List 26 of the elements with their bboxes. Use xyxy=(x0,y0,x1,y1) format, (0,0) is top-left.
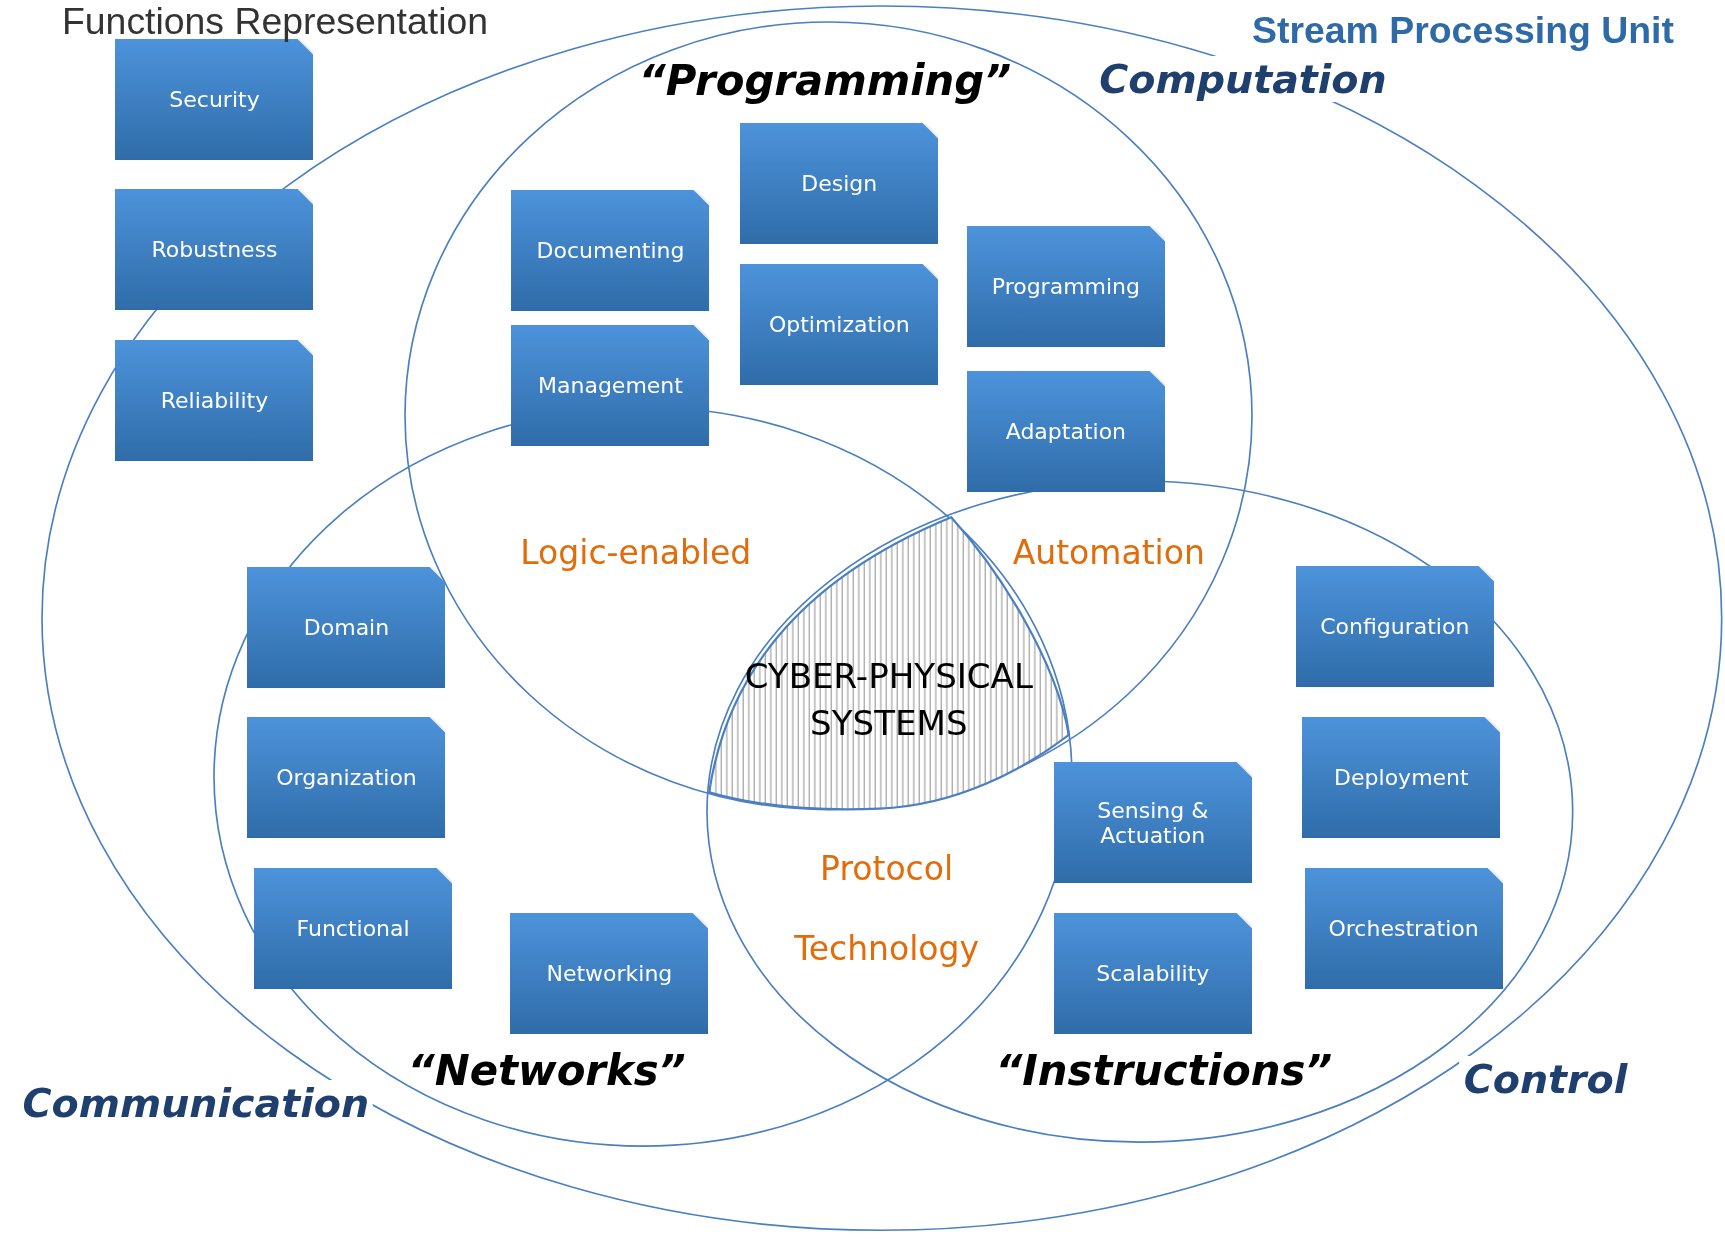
circle-title: “Networks” xyxy=(407,1045,686,1095)
tag-box: Scalability xyxy=(1053,913,1252,1034)
center-title: CYBER-PHYSICAL SYSTEMS xyxy=(743,654,1034,746)
tag-box: Programming xyxy=(966,225,1165,347)
tag-box: Robustness xyxy=(115,189,314,311)
tag-box: Networking xyxy=(510,913,709,1034)
tag-box: Domain xyxy=(247,566,446,688)
tag-box: Sensing & Actuation xyxy=(1053,762,1252,884)
circle-title: “Instructions” xyxy=(995,1045,1333,1095)
tag-box: Orchestration xyxy=(1304,867,1503,989)
region-label: Automation xyxy=(1012,532,1205,572)
tag-box: Management xyxy=(511,324,710,446)
circle-title: “Programming” xyxy=(638,55,1012,105)
tag-box: Reliability xyxy=(115,339,314,461)
region-label: Logic-enabled xyxy=(520,532,752,572)
tag-box: Documenting xyxy=(511,190,710,312)
region-label: Protocol xyxy=(820,848,954,888)
tag-box: Adaptation xyxy=(966,370,1165,492)
tag-box: Design xyxy=(740,123,939,245)
region-label: Technology xyxy=(794,928,979,968)
tag-box: Functional xyxy=(254,867,453,989)
tag-box: Deployment xyxy=(1302,717,1501,839)
tag-box: Organization xyxy=(247,717,446,839)
tag-box: Optimization xyxy=(740,264,939,385)
tag-box: Configuration xyxy=(1295,566,1494,688)
heading-text: Stream Processing Unit xyxy=(1252,8,1674,52)
